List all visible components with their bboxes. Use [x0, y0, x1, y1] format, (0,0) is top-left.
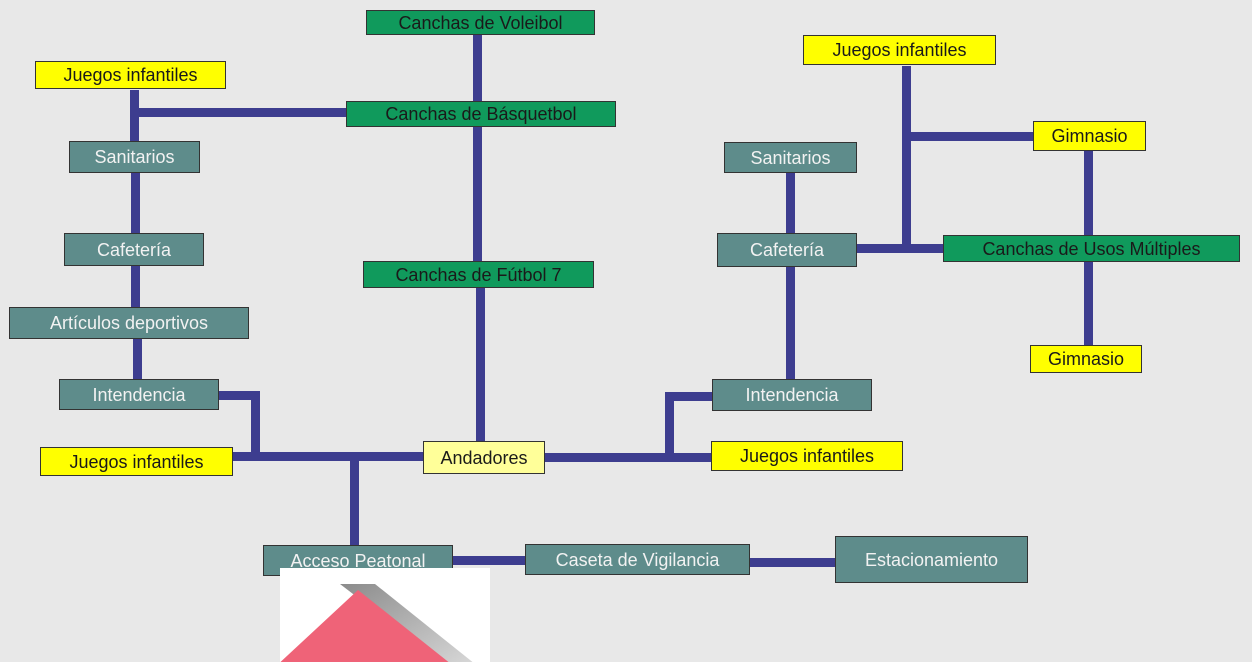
node-intendencia-right: Intendencia: [712, 379, 872, 411]
connector-sanitarios-cafeteria-left: [131, 172, 140, 234]
node-gimnasio-bottom: Gimnasio: [1030, 345, 1142, 373]
node-juegos-infantiles-left-top: Juegos infantiles: [35, 61, 226, 89]
connector-intendencia-cafeteria-right: [786, 266, 795, 380]
connector-intendencia-left-v: [251, 391, 260, 461]
node-intendencia-left: Intendencia: [59, 379, 219, 410]
connector-left-main-h: [232, 452, 424, 461]
node-juegos-infantiles-left-bottom: Juegos infantiles: [40, 447, 233, 476]
connector-acceso-caseta: [452, 556, 526, 565]
connector-right-spine: [902, 66, 911, 248]
connector-intendencia-right-v: [665, 392, 674, 462]
connector-gimnasio-usos: [1084, 150, 1093, 236]
node-cafeteria-right: Cafetería: [717, 233, 857, 267]
node-canchas-futbol7: Canchas de Fútbol 7: [363, 261, 594, 288]
node-sanitarios-left: Sanitarios: [69, 141, 200, 173]
connector-left-spine-top: [130, 90, 139, 142]
connector-left-branch-to-basquetbol: [136, 108, 348, 117]
node-juegos-infantiles-right-top: Juegos infantiles: [803, 35, 996, 65]
connector-futbol-andadores: [476, 288, 485, 442]
connector-usos-gimnasio-bottom: [1084, 262, 1093, 346]
node-estacionamiento: Estacionamiento: [835, 536, 1028, 583]
node-caseta-vigilancia: Caseta de Vigilancia: [525, 544, 750, 575]
connector-voleibol-basquetbol: [473, 34, 482, 102]
decorative-triangle-icon: [280, 584, 473, 662]
connector-basquetbol-futbol: [473, 126, 482, 262]
connector-intendencia-left-h: [218, 391, 260, 400]
node-canchas-usos-multiples: Canchas de Usos Múltiples: [943, 235, 1240, 262]
connector-andadores-right-h: [544, 453, 712, 462]
connector-cafeteria-usos-h: [856, 244, 944, 253]
node-articulos-deportivos: Artículos deportivos: [9, 307, 249, 339]
connector-intendencia-right-h: [665, 392, 713, 401]
node-sanitarios-right: Sanitarios: [724, 142, 857, 173]
connector-spine-gimnasio-h: [906, 132, 1034, 141]
node-canchas-basquetbol: Canchas de Básquetbol: [346, 101, 616, 127]
connector-caseta-estacionamiento: [748, 558, 836, 567]
node-gimnasio-top: Gimnasio: [1033, 121, 1146, 151]
node-andadores: Andadores: [423, 441, 545, 474]
node-juegos-infantiles-right-bottom: Juegos infantiles: [711, 441, 903, 471]
connector-cafeteria-articulos: [131, 266, 140, 308]
connector-articulos-intendencia: [133, 338, 142, 380]
connector-acceso-up: [350, 452, 359, 546]
node-canchas-voleibol: Canchas de Voleibol: [366, 10, 595, 35]
connector-sanitarios-cafeteria-right: [786, 172, 795, 234]
node-cafeteria-left: Cafetería: [64, 233, 204, 266]
decorative-graphic: [280, 568, 490, 662]
